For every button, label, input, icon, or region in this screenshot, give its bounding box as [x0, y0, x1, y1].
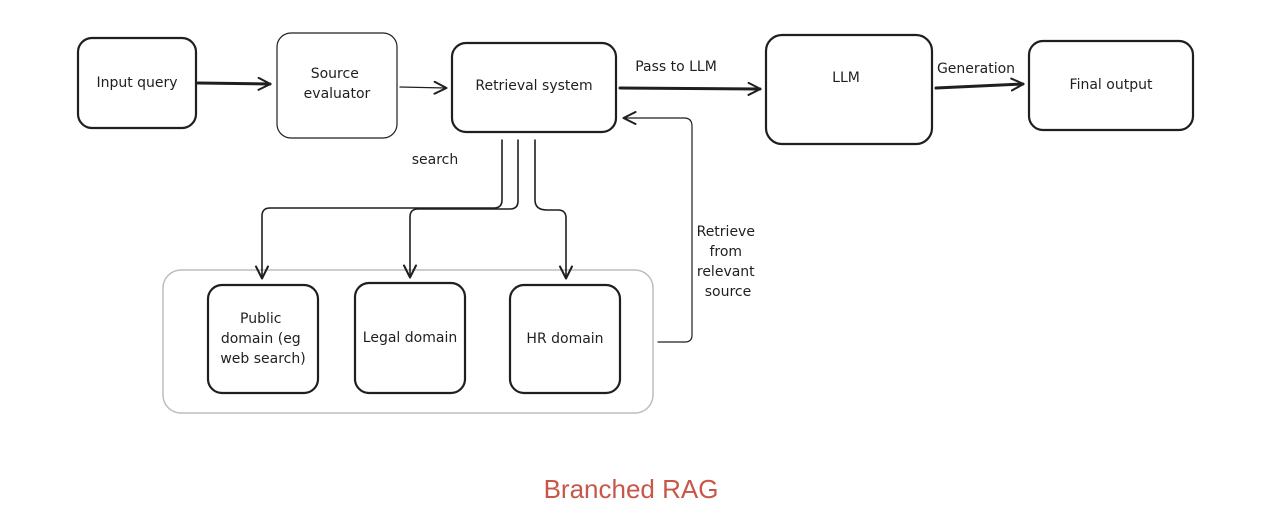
node-legal-domain: Legal domain	[353, 281, 467, 395]
node-hr-domain: HR domain	[508, 283, 622, 395]
node-input-query: Input query	[76, 36, 198, 130]
node-final-output-label: Final output	[1070, 77, 1153, 93]
edge-label-search: search	[412, 152, 459, 168]
node-source-evaluator: Source evaluator	[276, 32, 398, 139]
edge-label-generation: Generation	[937, 61, 1015, 77]
node-llm-label: LLM	[832, 70, 860, 86]
edge-search-to-hr-domain	[534, 139, 573, 280]
edge-label-retrieve: Retrieve from relevant source	[697, 224, 760, 300]
node-retrieval-system: Retrieval system	[450, 41, 618, 134]
node-final-output: Final output	[1027, 39, 1195, 132]
edge-source-evaluator-to-retrieval	[399, 80, 448, 95]
edge-retrieval-to-llm	[618, 81, 762, 96]
edge-label-pass-to-llm: Pass to LLM	[635, 59, 717, 75]
edge-search-to-public-domain	[255, 139, 503, 280]
edge-input-to-source-evaluator	[196, 76, 272, 91]
node-hr-domain-label: HR domain	[526, 331, 603, 347]
diagram-caption: Branched RAG	[543, 474, 719, 504]
node-public-domain-label: Public domain (eg web search)	[220, 311, 305, 367]
node-llm: LLM	[764, 33, 934, 146]
node-retrieval-system-label: Retrieval system	[475, 78, 592, 94]
edge-retrieve-from-relevant-source	[622, 111, 693, 343]
edge-search-to-legal-domain	[403, 139, 519, 279]
node-input-query-label: Input query	[96, 75, 177, 91]
edge-llm-to-final-output	[934, 77, 1025, 92]
node-public-domain: Public domain (eg web search)	[206, 283, 320, 395]
node-legal-domain-label: Legal domain	[363, 330, 457, 346]
node-source-evaluator-label: Source evaluator	[304, 66, 371, 102]
